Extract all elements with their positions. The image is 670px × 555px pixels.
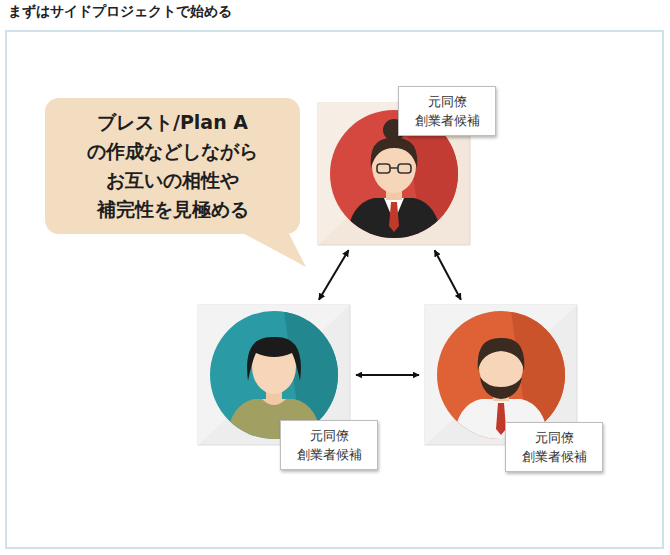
diagram-title: まずはサイドプロジェクトで始める xyxy=(8,3,232,21)
connector-arrow xyxy=(356,374,419,376)
connector-arrow xyxy=(319,250,349,300)
frame xyxy=(6,31,663,548)
connector-arrow xyxy=(435,250,461,299)
role-label: 元同僚 創業者候補 xyxy=(408,92,486,130)
speech-bubble: ブレスト/Plan A の作成などしながら お互いの相性や 補完性を見極める xyxy=(45,98,300,234)
role-label: 元同僚 創業者候補 xyxy=(290,426,368,464)
role-tag: 元同僚 創業者候補 xyxy=(505,422,603,472)
person-card: 元同僚 創業者候補 xyxy=(318,103,470,245)
role-tag: 元同僚 創業者候補 xyxy=(280,420,378,470)
person-card: 元同僚 創業者候補 xyxy=(198,305,350,445)
person-card: 元同僚 創業者候補 xyxy=(425,305,577,445)
role-tag: 元同僚 創業者候補 xyxy=(398,86,496,136)
role-label: 元同僚 創業者候補 xyxy=(515,428,593,466)
callout-text: ブレスト/Plan A の作成などしながら お互いの相性や 補完性を見極める xyxy=(70,108,275,224)
